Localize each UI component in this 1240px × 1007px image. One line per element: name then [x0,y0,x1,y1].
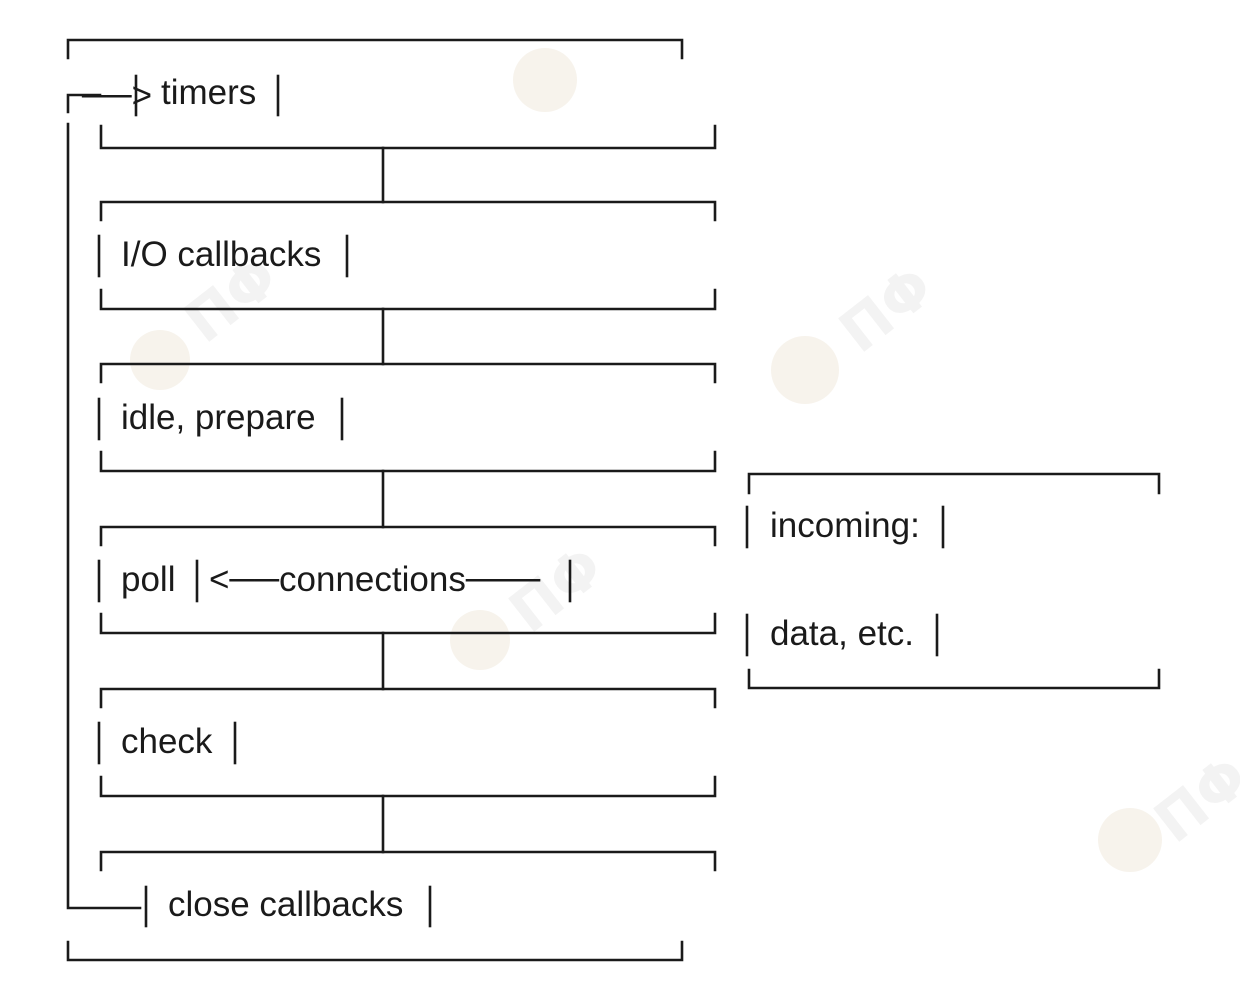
phase-label-poll: poll [121,560,175,599]
phase-label-check: check [121,722,213,761]
check-box-top [99,687,717,709]
incoming-box-top [747,472,1161,495]
svg-text:ΠΦ: ΠΦ [827,252,946,366]
phase-label-close-callbacks: close callbacks [168,885,403,924]
phase-label-timers: timers [161,73,256,112]
incoming-data-label: data, etc. [770,614,914,653]
watermark: ΠΦ ΠΦ ΠΦ ΠΦ [130,48,1240,872]
loop-arrow: ──> [81,76,152,115]
idle-box-top [99,362,717,384]
outer-bottom-border [66,940,684,962]
phase-box-poll [97,525,717,635]
io-box-bottom [99,288,717,311]
timers-box-bottom [99,124,717,150]
phase-box-close-callbacks [99,850,717,928]
phase-box-check [97,687,717,798]
phase-box-io-callbacks [97,200,717,311]
incoming-label: incoming: [770,506,920,545]
phase-box-timers [99,74,717,150]
check-box-bottom [99,775,717,798]
phase-box-idle-prepare [97,362,717,473]
labels: ──> timers I/O callbacks idle, prepare p… [81,73,920,924]
close-box-top [99,850,717,872]
incoming-box-bottom [747,668,1161,690]
phase-label-idle-prepare: idle, prepare [121,398,316,437]
loop-frame [66,38,684,962]
poll-box-bottom [99,612,717,635]
loop-left-rail [66,93,102,114]
poll-connections-arrow: <──connections─── [209,560,540,599]
io-box-top [99,200,717,222]
loop-left-rail-body [66,122,142,910]
phase-label-io-callbacks: I/O callbacks [121,235,321,274]
outer-top-border [66,38,684,60]
poll-box-top [99,525,717,547]
incoming-box [745,472,1161,690]
idle-box-bottom [99,450,717,473]
